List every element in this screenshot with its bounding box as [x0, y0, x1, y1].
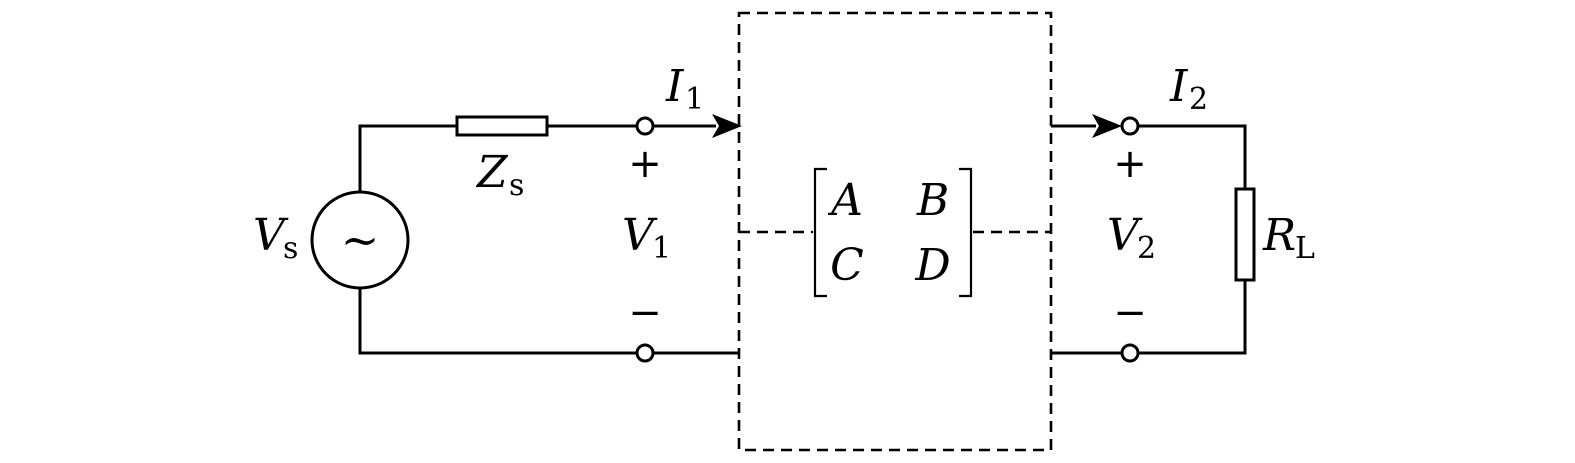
load-resistance-label: R L	[1262, 210, 1315, 266]
input-voltage-symbol: V	[622, 210, 658, 261]
source-voltage-symbol: V	[253, 210, 289, 261]
load-circuit	[1138, 124, 1256, 355]
input-bottom-terminal	[635, 343, 655, 363]
matrix-d: D	[914, 240, 950, 291]
input-top-terminal	[635, 116, 655, 136]
load-resistor	[1234, 187, 1256, 282]
output-current-arrow-icon	[1092, 114, 1122, 138]
input-current-subscript: 1	[685, 82, 704, 117]
source-voltage-subscript: s	[283, 231, 298, 266]
source-voltage-label: V s	[253, 210, 298, 266]
output-minus-sign: −	[1113, 290, 1147, 336]
source-impedance-subscript: s	[509, 168, 524, 203]
matrix-b: B	[916, 175, 949, 226]
matrix-right-bracket	[959, 167, 973, 298]
input-current-label: I 1	[665, 61, 704, 117]
source-impedance-resistor	[455, 115, 549, 137]
input-voltage-label: V 1	[622, 210, 671, 266]
source-bottom-wire	[358, 289, 636, 355]
input-current-symbol: I	[665, 61, 685, 112]
output-current-symbol: I	[1169, 61, 1189, 112]
ac-voltage-source-circle	[310, 190, 410, 290]
output-voltage-symbol: V	[1107, 210, 1143, 261]
load-bottom-wire	[1138, 280, 1247, 355]
ac-wave-icon: ~	[341, 213, 380, 267]
output-voltage-subscript: 2	[1137, 231, 1156, 266]
source-impedance-label: Z s	[475, 147, 524, 203]
source-circuit: ~	[310, 115, 636, 355]
output-top-terminal	[1120, 116, 1140, 136]
output-voltage-label: V 2	[1107, 210, 1156, 266]
input-voltage-subscript: 1	[652, 231, 671, 266]
output-plus-sign: +	[1113, 141, 1147, 187]
load-top-wire	[1138, 124, 1247, 189]
output-bottom-terminal	[1120, 343, 1140, 363]
matrix-a: A	[827, 175, 863, 226]
abcd-matrix: A B C D	[813, 167, 973, 298]
matrix-left-bracket	[813, 167, 827, 298]
two-port-box	[737, 11, 1053, 452]
load-resistance-subscript: L	[1295, 231, 1315, 266]
source-impedance-symbol: Z	[475, 147, 509, 198]
source-top-wire	[358, 124, 457, 191]
output-current-label: I 2	[1169, 61, 1208, 117]
load-resistance-symbol: R	[1262, 210, 1296, 261]
input-plus-sign: +	[628, 141, 662, 187]
input-minus-sign: −	[628, 290, 662, 336]
matrix-c: C	[830, 240, 864, 291]
input-current-arrow-icon	[712, 114, 742, 138]
output-current-subscript: 2	[1189, 82, 1208, 117]
